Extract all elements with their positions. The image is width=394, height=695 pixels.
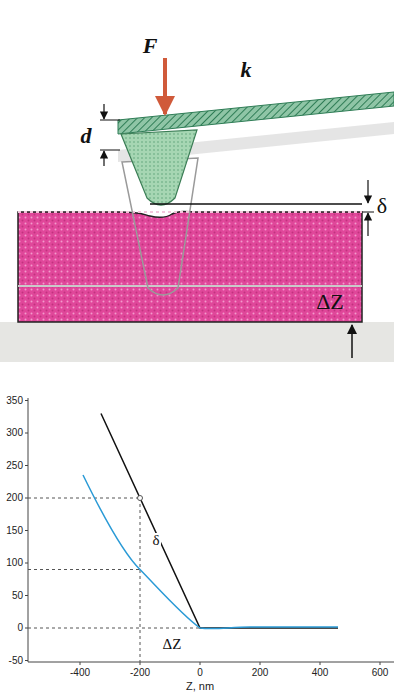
tick-label: 0 xyxy=(197,668,203,678)
tip xyxy=(121,130,197,205)
force-label: F xyxy=(143,35,158,57)
tick-label: 0 xyxy=(17,623,23,633)
tick-label: 350 xyxy=(6,396,23,406)
dimension-arrow xyxy=(103,104,104,119)
x-ticks xyxy=(80,662,380,665)
tick-label: 50 xyxy=(12,591,23,601)
tick-label: 250 xyxy=(6,461,23,471)
dimension-line xyxy=(100,120,120,121)
dimension-arrow xyxy=(103,151,104,166)
cantilever xyxy=(118,92,394,134)
dimension-line xyxy=(362,212,374,213)
displacement-label: ΔZ xyxy=(162,637,183,652)
tick-label: 150 xyxy=(6,526,23,536)
data-point xyxy=(138,496,143,501)
tick-label: 200 xyxy=(252,668,269,678)
tick-label: 300 xyxy=(6,428,23,438)
indentation-label: δ xyxy=(377,195,387,217)
reference-curve xyxy=(101,414,338,629)
indentation-label: δ xyxy=(151,533,160,548)
tick-label: -200 xyxy=(130,668,150,678)
force-curve xyxy=(83,475,338,629)
dimension-line xyxy=(100,150,120,151)
force-arrow xyxy=(163,58,167,114)
guide-lines xyxy=(28,498,200,662)
layer-line xyxy=(18,285,362,287)
tick-label: 600 xyxy=(372,668,389,678)
tick-label: -50 xyxy=(9,656,23,666)
reference-line xyxy=(150,203,362,205)
chart xyxy=(25,398,394,665)
dimension-arrow xyxy=(367,180,368,203)
tick-label: 400 xyxy=(312,668,329,678)
displacement-label: ΔZ xyxy=(316,291,344,313)
gap-label: d xyxy=(81,125,92,147)
tick-label: 200 xyxy=(6,493,23,503)
tick-label: 100 xyxy=(6,558,23,568)
dimension-arrow xyxy=(367,213,368,236)
displacement-arrow xyxy=(351,325,353,358)
stiffness-label: k xyxy=(241,59,252,81)
tick-label: -400 xyxy=(70,668,90,678)
substrate xyxy=(0,322,394,362)
axis-title: Z, nm xyxy=(186,681,214,692)
sample xyxy=(18,212,362,323)
y-ticks xyxy=(25,401,28,661)
x-axis xyxy=(28,662,394,663)
